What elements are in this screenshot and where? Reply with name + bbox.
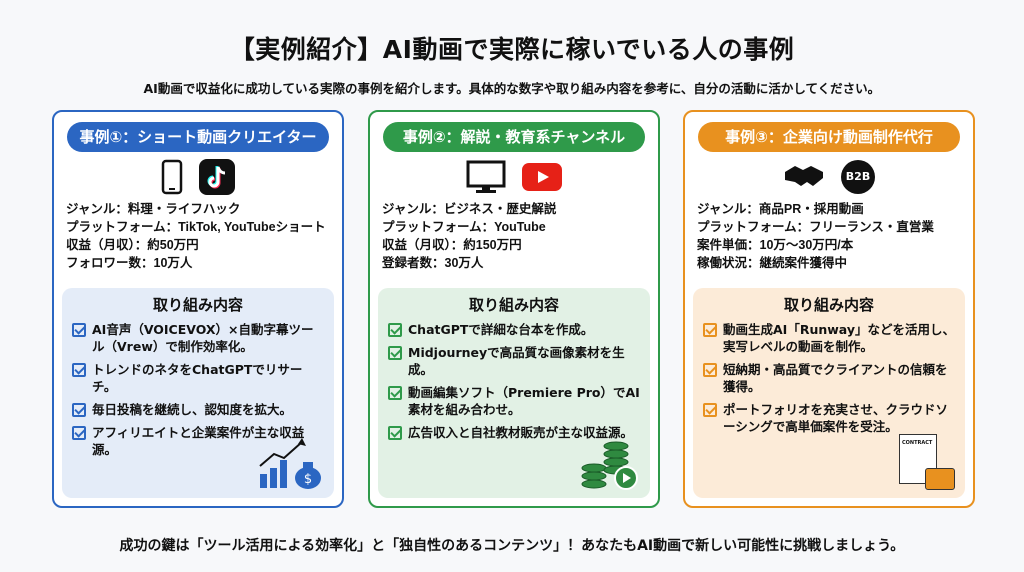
info-line: ジャンル：料理・ライフハック	[66, 202, 241, 216]
info-line: 登録者数：30万人	[382, 256, 484, 270]
list-item: 動画生成AI「Runway」などを活用し、実写レベルの動画を制作。	[703, 321, 955, 355]
case-card-1: 事例①：ショート動画クリエイター ジャンル：料理・ライフハック プラットフォーム…	[52, 110, 344, 508]
contract-label: CONTRACT	[902, 440, 933, 446]
list-item: 動画編集ソフト（Premiere Pro）でAI素材を組み合わせ。	[388, 384, 640, 418]
coins-play-icon	[581, 441, 638, 490]
page-subtitle: AI動画で収益化に成功している実際の事例を紹介します。具体的な数字や取り組み内容…	[143, 81, 881, 96]
youtube-icon	[522, 163, 562, 191]
info-line: プラットフォーム：フリーランス・直営業	[697, 220, 934, 234]
list-item: 毎日投稿を継続し、認知度を拡大。	[72, 401, 324, 418]
list-item: Midjourneyで高品質な画像素材を生成。	[388, 344, 640, 378]
list-item: アフィリエイトと企業案件が主な収益源。	[72, 424, 324, 458]
monitor-icon	[466, 160, 506, 193]
smartphone-icon	[161, 159, 183, 195]
svg-text:$: $	[304, 472, 312, 487]
tiktok-icon	[199, 159, 235, 195]
handshake-icon	[785, 166, 823, 186]
checkbox-icon	[388, 426, 402, 440]
list-item: AI音声（VOICEVOX）×自動字幕ツール（Vrew）で制作効率化。	[72, 321, 324, 355]
checkbox-icon	[703, 363, 717, 377]
checkbox-icon	[703, 403, 717, 417]
actions-box: 取り組み内容 動画生成AI「Runway」などを活用し、実写レベルの動画を制作。…	[693, 288, 965, 498]
section-title: 取り組み内容	[152, 296, 243, 314]
actions-box: 取り組み内容 AI音声（VOICEVOX）×自動字幕ツール（Vrew）で制作効率…	[62, 288, 334, 498]
info-line: フォロワー数：10万人	[66, 256, 193, 270]
list-item: トレンドのネタをChatGPTでリサーチ。	[72, 361, 324, 395]
list-item: ChatGPTで詳細な台本を作成。	[388, 321, 640, 338]
section-title: 取り組み内容	[783, 296, 874, 314]
info-line: プラットフォーム：YouTube	[382, 220, 546, 234]
case-header: 事例③：企業向け動画制作代行	[698, 122, 960, 152]
section-title: 取り組み内容	[468, 296, 559, 314]
info-line: プラットフォーム：TikTok, YouTubeショート	[66, 220, 326, 234]
checkbox-icon	[72, 403, 86, 417]
info-line: ジャンル：商品PR・採用動画	[697, 202, 864, 216]
checkbox-icon	[388, 346, 402, 360]
case-card-3: 事例③：企業向け動画制作代行 B2B ジャンル：商品PR・採用動画 プラットフォ…	[683, 110, 975, 508]
checkbox-icon	[72, 363, 86, 377]
case-header: 事例①：ショート動画クリエイター	[67, 122, 329, 152]
info-line: 収益（月収）：約50万円	[66, 238, 199, 252]
info-line: 収益（月収）：約150万円	[382, 238, 522, 252]
growth-chart-money-bag-icon: $	[259, 438, 321, 489]
info-line: ジャンル：ビジネス・歴史解説	[382, 202, 557, 216]
case-header: 事例②：解説・教育系チャンネル	[383, 122, 645, 152]
contract-briefcase-icon: CONTRACT	[899, 434, 955, 490]
checkbox-icon	[703, 323, 717, 337]
list-item: 短納期・高品質でクライアントの信頼を獲得。	[703, 361, 955, 395]
case-card-2: 事例②：解説・教育系チャンネル ジャンル：ビジネス・歴史解説 プラットフォーム：…	[368, 110, 660, 508]
info-line: 稼働状況：継続案件獲得中	[697, 256, 848, 270]
list-item: 広告収入と自社教材販売が主な収益源。	[388, 424, 640, 441]
actions-box: 取り組み内容 ChatGPTで詳細な台本を作成。 Midjourneyで高品質な…	[378, 288, 650, 498]
b2b-badge: B2B	[841, 160, 875, 194]
page-title: 【実例紹介】AI動画で実際に稼いでいる人の事例	[229, 35, 795, 64]
checkbox-icon	[72, 323, 86, 337]
list-item: ポートフォリオを充実させ、クラウドソーシングで高単価案件を受注。	[703, 401, 955, 435]
info-line: 案件単価：10万〜30万円/本	[697, 238, 854, 252]
checkbox-icon	[388, 323, 402, 337]
checkbox-icon	[72, 426, 86, 440]
checkbox-icon	[388, 386, 402, 400]
footer-message: 成功の鍵は「ツール活用による効率化」と「独自性のあるコンテンツ」！あなたもAI動…	[119, 538, 905, 554]
